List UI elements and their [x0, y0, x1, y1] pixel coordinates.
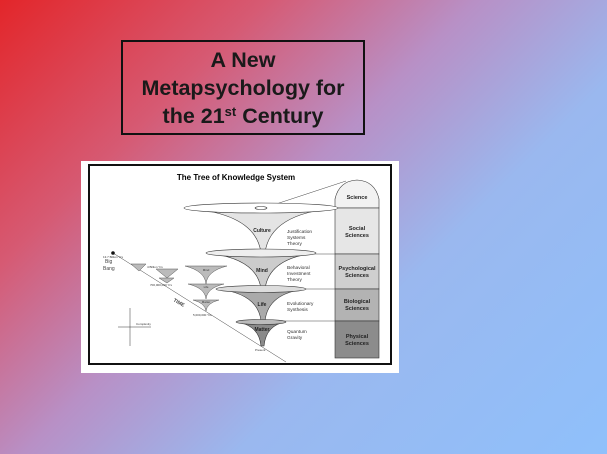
theory-label: Quantum [287, 329, 307, 335]
column-phys [334, 320, 380, 359]
title-line-3-suffix: Century [236, 103, 324, 128]
column-psych [334, 253, 380, 290]
time-label: TIME [172, 298, 186, 310]
timeline-label: 700,000,000 Yrs [150, 283, 172, 287]
funnel-label: Life [258, 302, 267, 308]
theory-label: Theory [287, 277, 303, 283]
title-line-3: the 21st Century [141, 102, 344, 130]
column-bio [334, 288, 380, 322]
title-line-3-prefix: the 21 [162, 103, 225, 128]
tree-of-knowledge-diagram: The Tree of Knowledge System Science Soc… [81, 161, 399, 373]
small-funnel-label: Life [204, 285, 209, 289]
timeline-label: 4 Billion Yrs [147, 265, 163, 269]
column-label: Science [347, 195, 368, 201]
title-line-2: Metapsychology for [141, 75, 345, 100]
funnel-label: Mind [256, 268, 268, 274]
theory-label: Theory [287, 241, 303, 247]
small-funnel [158, 277, 175, 284]
theory-label: Investment [287, 271, 311, 277]
theory-label: Behavioral [287, 265, 310, 271]
small-funnel-label: Matter [202, 300, 211, 304]
small-funnel-life [187, 283, 225, 300]
timeline-label: Present [255, 348, 266, 352]
small-funnel-label: Mind [203, 268, 210, 272]
timeline [112, 252, 287, 363]
small-funnel [155, 268, 179, 279]
funnel-label: Matter [254, 327, 269, 333]
big-bang-dot [111, 251, 115, 255]
theory-label: Gravity [287, 335, 303, 341]
big-bang-label: Bang [103, 266, 115, 272]
timeline-label: 5,000,000 Yrs [193, 313, 212, 317]
title-line-1: A New [210, 47, 276, 72]
theory-label: Justification [287, 229, 312, 235]
title-line-3-sup: st [224, 103, 237, 119]
timeline-label: 13.7 Billion Yrs [103, 255, 123, 259]
slide-title: A New Metapsychology for the 21st Centur… [121, 40, 365, 135]
theory-label: Evolutionary [287, 301, 314, 307]
big-bang-label: Big [105, 259, 112, 265]
small-funnel-matter [192, 299, 220, 312]
theory-label: Synthesis [287, 307, 308, 313]
small-funnel [130, 263, 147, 272]
theory-label: Systems [287, 235, 306, 241]
funnel-label: Culture [253, 228, 271, 234]
diagram-title: The Tree of Knowledge System [177, 173, 295, 182]
science-dome [334, 179, 380, 209]
axis-label: Complexity [136, 322, 151, 326]
